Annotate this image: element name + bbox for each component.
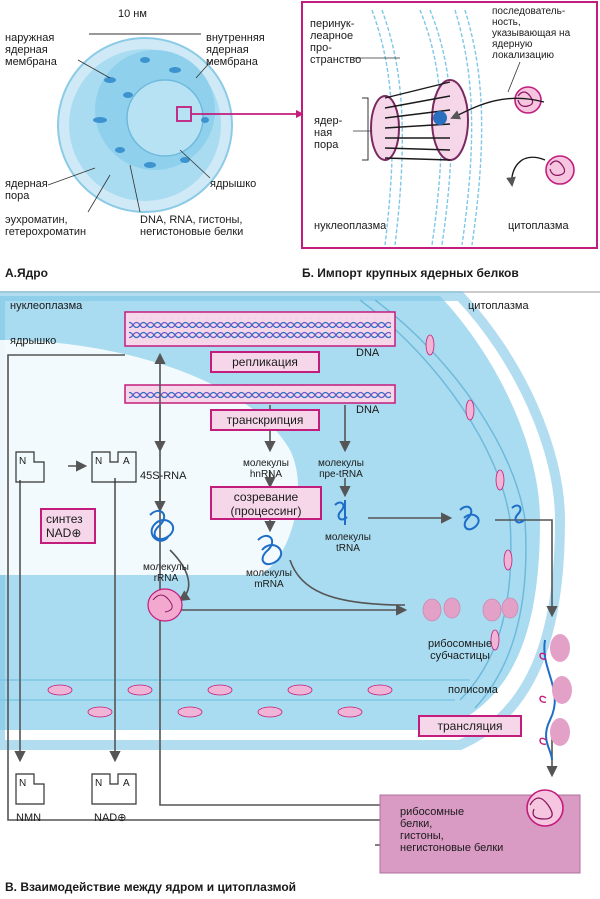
hnrna-label: молекулы hnRNA [243, 458, 289, 480]
pore-complex [370, 79, 469, 161]
nucleoplasm-label-c: нуклеоплазма [10, 300, 83, 312]
nmn-n-bottom: N [19, 778, 27, 789]
nls-protein [514, 86, 542, 114]
pore-label-b: ядер- ная пора [314, 115, 343, 151]
membrane-strands [371, 9, 483, 246]
perinuclear-label: перинук- леарное про- странство [310, 18, 362, 66]
product-protein [526, 789, 564, 827]
pretrna-label: молекулы пре-tRNA [318, 458, 364, 480]
panel-a-nucleus [57, 33, 233, 213]
mrna-label: молекулы mRNA [246, 568, 292, 590]
ribosomal-subunits-label: рибосомные субчастицы [428, 638, 493, 662]
chromatin-label: эухроматин, гетерохроматин [5, 214, 87, 238]
rna-shapes [149, 500, 525, 566]
replication-box: репликация [210, 351, 320, 373]
nad-n-top: N [95, 456, 103, 467]
translation-box: трансляция [418, 715, 522, 737]
scale-label: 10 нм [118, 8, 147, 20]
panel-a-caption: А.Ядро [5, 266, 48, 280]
inner-membrane-label: внутренняя ядерная мембрана [206, 32, 265, 68]
nls-label: последователь- ность, указывающая на яде… [492, 6, 571, 61]
nucleoplasm-label-b: нуклеоплазма [314, 220, 387, 232]
pore-label-a: ядерная пора [5, 178, 48, 202]
nucleolus-label-c: ядрышко [10, 335, 57, 347]
nad-a-top: A [123, 456, 130, 467]
dna-band-1 [124, 311, 396, 347]
dna-label-2: DNA [356, 404, 380, 416]
proteins-label: рибосомные белки, гистоны, негистоновые … [400, 806, 504, 854]
transcription-box: транскрипция [210, 409, 320, 431]
polysome-label: полисома [448, 684, 498, 696]
cytoplasm-label-b: цитоплазма [508, 220, 569, 232]
nad-shapes [15, 451, 137, 805]
dna-band-2 [124, 384, 396, 404]
nad-n-bottom: N [95, 778, 103, 789]
polysome [539, 634, 572, 761]
nucleolar-ribosome [147, 588, 183, 622]
cytoplasm-label-c: цитоплазма [468, 300, 529, 312]
nmn-label: NMN [16, 812, 42, 824]
panel-b-caption: Б. Импорт крупных ядерных белков [302, 266, 519, 280]
nad-a-bottom: A [123, 778, 130, 789]
rrna-label: молекулы rRNA [143, 562, 189, 584]
trna-label: молекулы tRNA [325, 532, 371, 554]
ribosomal-subunits [422, 597, 519, 622]
contents-label: DNA, RNA, гистоны, негистоновые белки [140, 214, 244, 238]
nad-label: NAD⊕ [94, 812, 127, 824]
panel-c-caption: В. Взаимодействие между ядром и цитоплаз… [5, 880, 297, 894]
outer-membrane-label: наружная ядерная мембрана [5, 32, 57, 68]
nmn-n-top: N [19, 456, 27, 467]
rna45s-label: 45S-RNA [140, 470, 187, 482]
nucleolus-label-a: ядрышко [210, 178, 257, 190]
nad-synthesis-box: синтез NAD⊕ [40, 508, 96, 544]
cytoplasm-protein [545, 155, 575, 185]
maturation-box: созревание (процессинг) [210, 486, 322, 520]
dna-label-1: DNA [356, 347, 380, 359]
